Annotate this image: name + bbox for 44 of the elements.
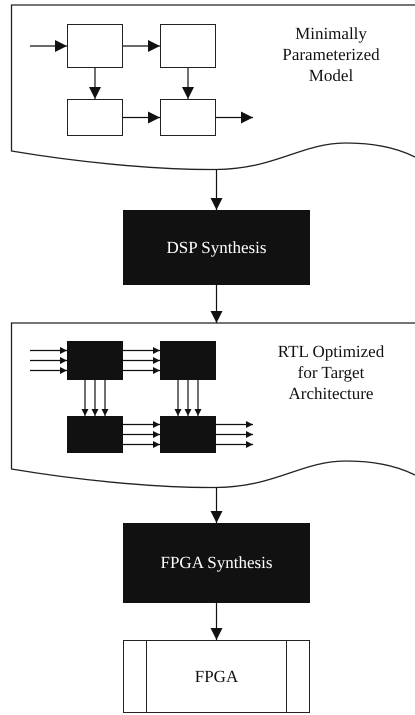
arrow	[123, 441, 160, 448]
arrow	[174, 380, 182, 416]
node-label: FPGA Synthesis	[160, 552, 272, 574]
arrow	[30, 347, 67, 354]
arrow	[30, 367, 67, 374]
arrow	[210, 487, 222, 523]
block	[160, 416, 216, 453]
arrow	[123, 431, 160, 438]
block	[160, 24, 216, 68]
arrow	[184, 380, 192, 416]
arrow	[194, 380, 202, 416]
process-box	[123, 210, 310, 285]
arrow	[123, 367, 160, 374]
block	[67, 99, 123, 136]
arrow	[92, 380, 98, 416]
arrow	[216, 421, 253, 428]
node-label: Minimally Parameterized Model	[281, 23, 381, 86]
arrow	[30, 40, 67, 52]
block	[160, 99, 216, 136]
arrow	[123, 112, 160, 124]
node-label: RTL Optimized for Target Architecture	[276, 341, 386, 404]
arrow	[210, 285, 222, 323]
arrow	[123, 421, 160, 428]
block	[67, 416, 123, 453]
arrow	[30, 357, 67, 364]
arrow	[216, 431, 253, 438]
arrow	[123, 357, 160, 364]
arrow	[102, 380, 108, 416]
predefined-process-box	[123, 640, 310, 713]
block	[67, 341, 123, 380]
block	[67, 24, 123, 68]
arrow	[89, 68, 101, 99]
node-label: DSP Synthesis	[166, 236, 266, 259]
arrow	[123, 40, 160, 52]
process-box	[123, 523, 310, 603]
arrow	[210, 170, 222, 210]
arrow	[82, 380, 88, 416]
arrow	[123, 347, 160, 354]
arrow	[216, 112, 253, 124]
block	[160, 341, 216, 380]
arrow	[216, 441, 253, 448]
arrow	[210, 603, 222, 640]
arrow	[182, 68, 194, 99]
node-label: FPGA	[194, 666, 238, 688]
